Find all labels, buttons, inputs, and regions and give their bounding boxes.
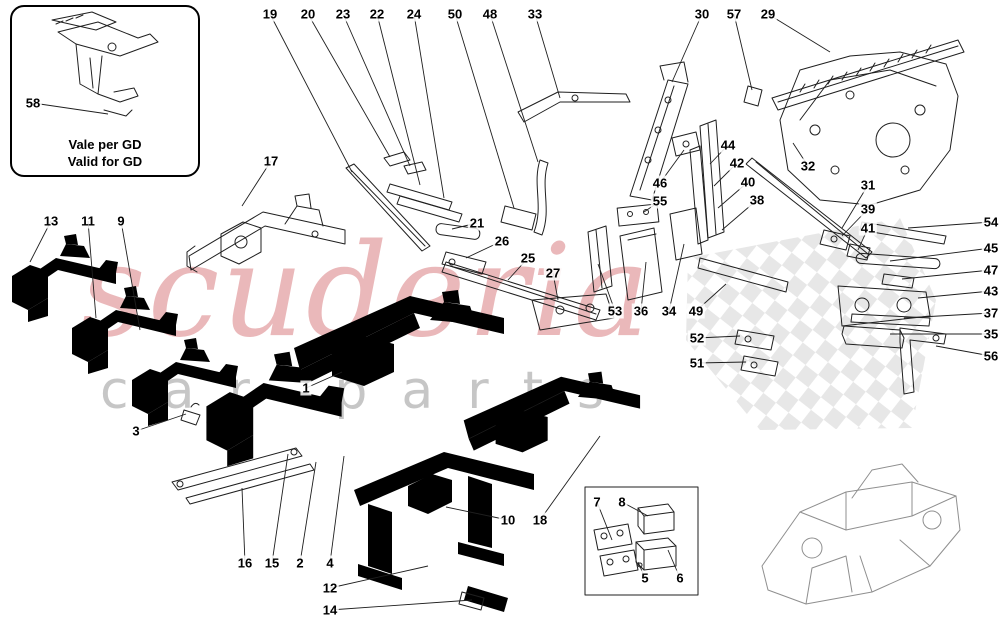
leader-line-23 [342,13,411,167]
leader-line-50 [454,13,515,209]
frame-assembly-upper-middle [186,193,346,273]
leader-line-34 [668,243,685,312]
leader-line-10 [445,506,509,521]
hardware-kit-box [584,486,699,596]
leader-line-22 [376,13,421,186]
panels-34-36-53 [587,207,789,301]
leader-line-37 [903,312,992,319]
leader-line-43 [917,290,992,299]
leader-line-17 [241,160,272,207]
parts-line-art [12,11,965,612]
gd-note-line-1: Vale per GD [68,137,142,152]
bars-19-24-cluster [345,151,463,252]
leader-line-3 [135,413,187,432]
leader-line-18 [539,435,601,521]
leader-line-54 [907,221,992,229]
leader-line-24 [413,13,445,199]
clip-part-3 [180,402,201,426]
leader-line-42 [713,162,738,187]
leader-line-6 [667,549,681,579]
leader-line-2 [299,461,317,564]
leader-line-8 [621,501,649,517]
leader-line-14 [329,599,473,611]
header-beam-29 [771,39,965,111]
leader-line-13 [29,220,52,263]
leader-line-47 [901,269,992,280]
leader-line-53 [597,263,616,312]
leader-line-46 [659,149,685,184]
leader-line-16 [241,487,246,564]
leader-line-32 [792,142,809,167]
bars-21-27-cluster [435,223,615,331]
gd-note-box: Vale per GD Valid for GD [10,5,200,177]
leader-line-20 [307,13,391,158]
leader-line-38 [721,199,758,231]
leader-line-11 [87,220,97,319]
leader-line-33 [534,13,561,99]
leader-line-29 [767,13,831,53]
gd-note-line-2: Valid for GD [67,153,143,169]
strips-38-44 [689,119,725,245]
cross-member-33 [517,91,631,123]
box-55 [616,203,660,227]
leader-line-45 [889,247,992,262]
leader-line-48 [489,13,539,163]
rails-15-16 [171,447,315,505]
leader-line-56 [935,345,992,357]
piece-57 [743,85,763,107]
chassis-location-thumbnail [761,463,961,605]
leader-line-7 [596,501,613,541]
bracket-46 [671,131,701,157]
leader-line-19 [269,13,353,173]
leader-line-12 [329,565,429,589]
strap-48-50 [500,159,549,236]
watermark-group: scuderia car parts [80,217,936,430]
pillar-30 [629,61,689,201]
leader-line-15 [271,453,289,564]
leader-line-1 [305,371,343,389]
firewall-bulkhead [779,51,959,206]
subframe-assembly-lower [354,452,534,612]
leader-line-4 [329,455,345,564]
leader-line-30 [671,13,703,83]
leader-line-40 [717,181,749,209]
leader-line-36 [640,261,647,312]
inset-detail-sketch [51,11,159,117]
leader-line-31 [841,184,869,229]
leader-line-9 [120,220,141,331]
bracket-part-14 [458,591,485,611]
leader-line-57 [733,13,753,91]
leader-line-58 [32,102,109,115]
